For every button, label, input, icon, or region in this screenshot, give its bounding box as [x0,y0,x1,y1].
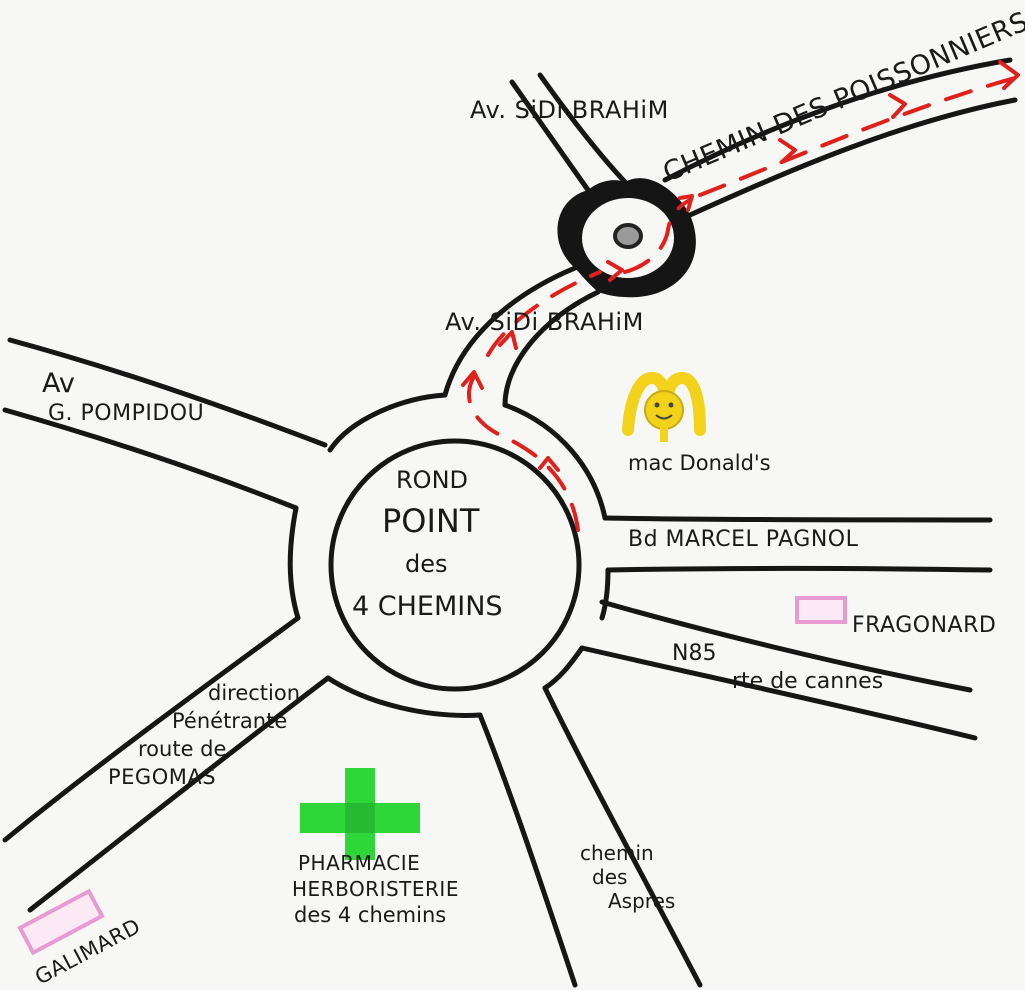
route-arrow-4 [606,260,624,282]
route-segment-small-roundabout [623,198,692,274]
road-poissonniers-bottom-edge [687,97,1018,218]
small-roundabout [557,178,696,298]
markers [17,371,847,956]
road-sidi-brahim-top-right-edge [537,72,628,185]
label-pompidou-av: Av [42,368,75,399]
label-pegomas-penetrante: Pénétrante [172,709,287,733]
label-pegomas-name: PEGOMAS [108,765,216,789]
road-pompidou-bottom-edge [2,407,299,511]
route-arrow-2 [461,370,484,390]
route-arrow-3 [498,330,518,350]
mcdonalds-logo-icon [622,371,706,442]
roundabout-outer-arc-south-east [542,645,585,691]
road-poissonniers-top-edge [662,57,1013,183]
label-pegomas-direction: direction [208,681,300,705]
label-aspres-des: des [592,865,627,889]
label-sidi-brahim-mid: Av. SiDi BRAHiM [445,308,644,336]
roundabout-inner-ring [328,438,582,692]
roundabout-outer-arc-east [599,567,611,621]
road-aspres-left-edge [477,712,578,988]
pink-shop-marker-icon [795,596,847,624]
route-arrow-7 [888,93,907,119]
road-sidi-brahim-top-left-edge [509,79,591,193]
label-rond: ROND [396,466,468,494]
road-aspres-right-edge [542,685,703,988]
road-pegomas-top-edge [2,615,301,843]
label-des-4-chemins: des 4 chemins [294,903,446,927]
road-sidi-brahim-lower-right-edge [502,289,601,408]
route-segment-avenue [486,270,602,357]
roundabout-outer-arc-south [325,675,483,718]
label-fragonard: FRAGONARD [852,613,996,638]
road-marcel-pagnol-bottom-edge [605,566,993,573]
label-sidi-brahim-top: Av. SiDi BRAHiM [470,96,669,124]
road-sidi-brahim-lower-left-edge [442,265,578,398]
green-cross-icon [300,768,420,860]
label-pharmacie: PHARMACIE [298,851,420,875]
label-mcdonalds: mac Donald's [628,451,771,475]
main-roundabout [287,392,611,718]
road-n85-bottom-edge [579,645,978,741]
route-segment-roundabout [467,373,580,532]
label-n85: N85 [672,641,716,666]
roundabout-outer-arc-north-east [502,402,608,521]
road-pompidou-top-edge [7,337,328,448]
route-arrow-1 [538,456,560,472]
label-aspres-chemin: chemin [580,841,654,865]
label-pegomas-route-de: route de [138,737,226,761]
label-route-de-cannes: rte de cannes [732,669,883,694]
route-path [461,60,1020,532]
route-arrow-8 [998,60,1020,90]
road-n85-top-edge [599,599,973,693]
route-segment-poissonniers [698,76,1017,197]
label-chemin-des-poissonniers: CHEMIN DES POISSONNIERS [659,6,1025,188]
roundabout-outer-arc-north-west [327,392,448,453]
pink-shop-marker-icon [17,888,105,956]
route-arrow-5 [678,194,694,212]
label-marcel-pagnol: Bd MARCEL PAGNOL [628,527,859,552]
road-marcel-pagnol-top-edge [602,515,993,523]
label-4-chemins: 4 CHEMINS [352,591,503,622]
label-des: des [405,550,448,578]
label-aspres-name: Aspres [608,889,675,913]
label-pompidou-name: G. POMPIDOU [48,401,204,426]
grey-dot-icon [613,223,643,249]
roads [2,57,1018,988]
roundabout-outer-arc-west [287,505,301,621]
label-herboristerie: HERBORISTERIE [292,877,459,901]
label-point: POINT [382,502,480,540]
route-arrow-6 [778,138,797,164]
road-pegomas-bottom-edge [27,675,331,913]
